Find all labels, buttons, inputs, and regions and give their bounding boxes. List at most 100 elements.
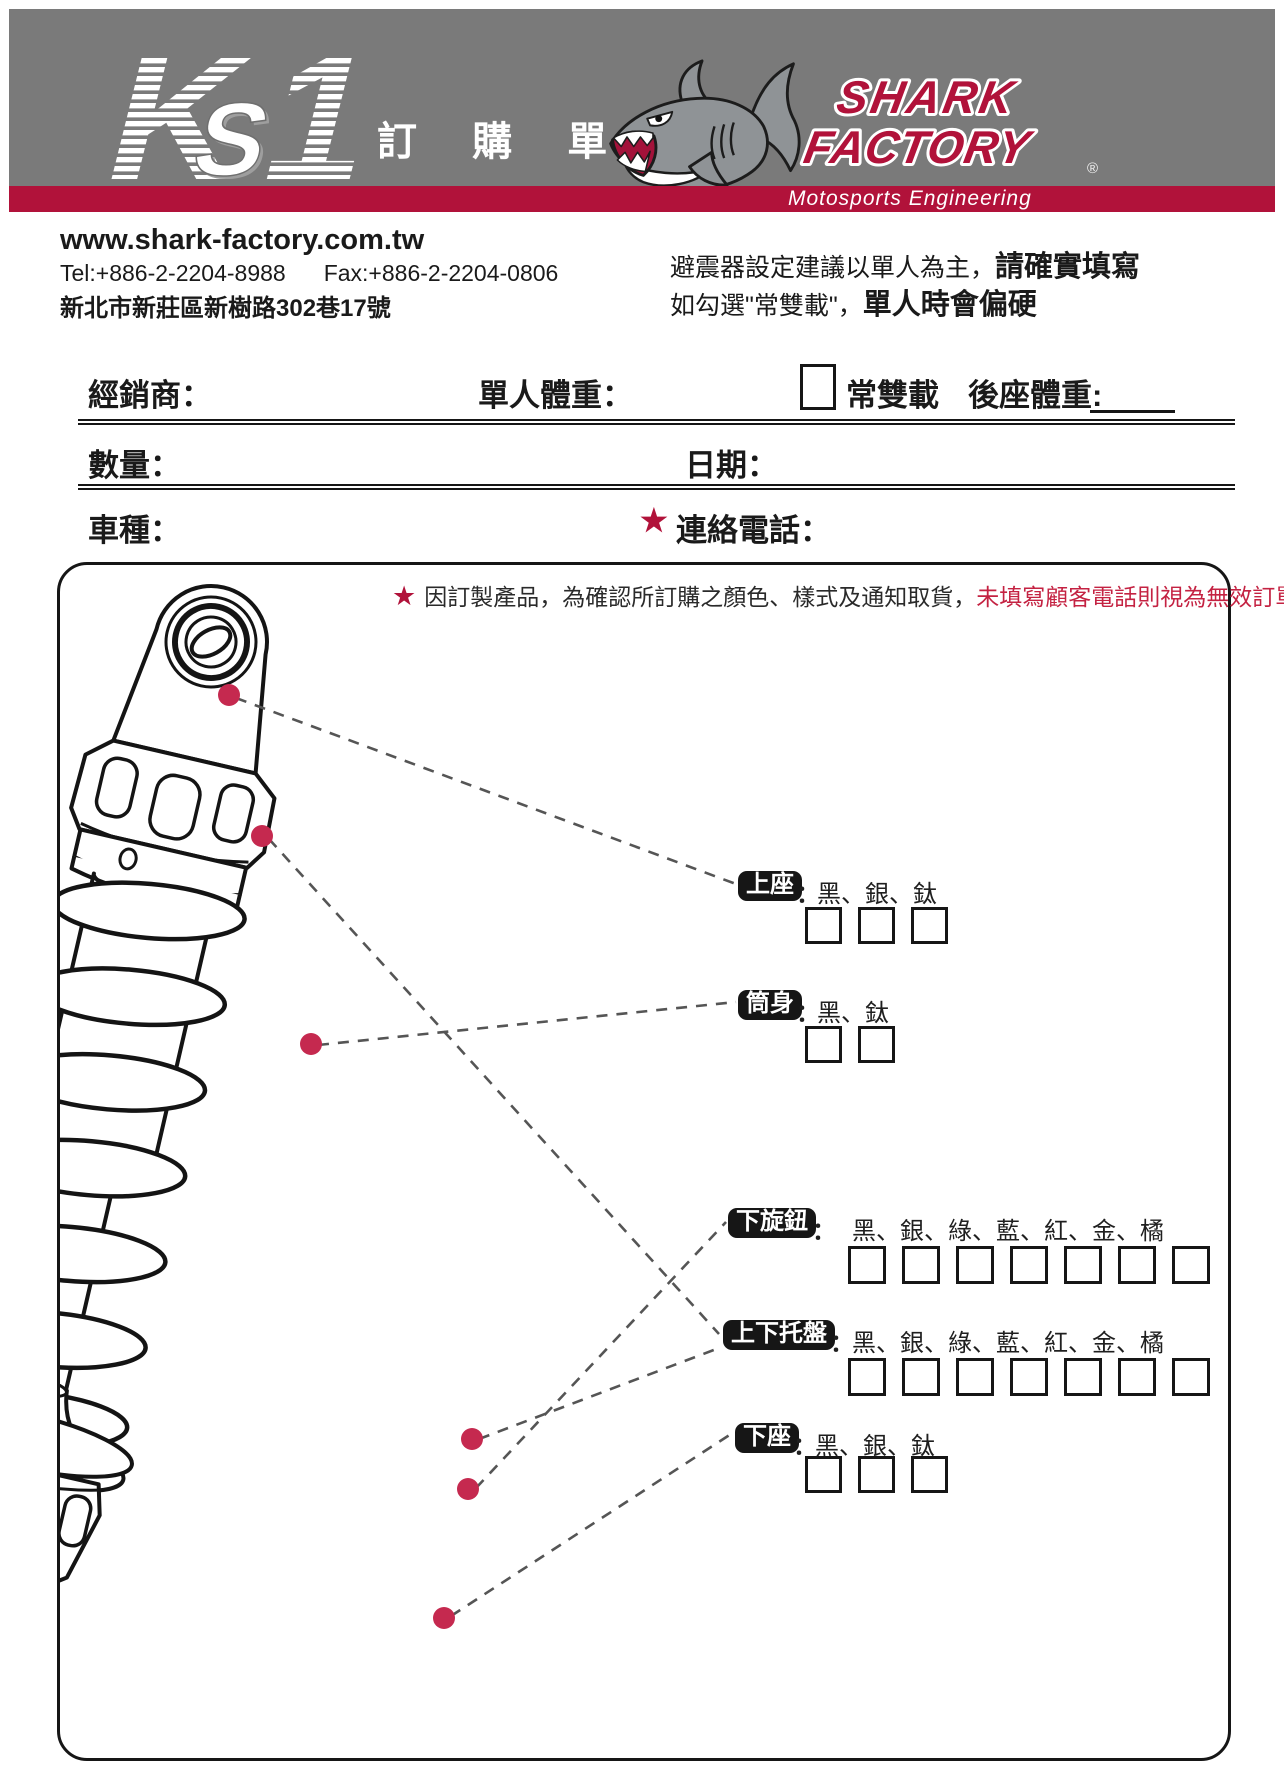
tel-number: Tel:+886-2-2204-8988 bbox=[60, 260, 286, 286]
upper-mount-checkbox-black[interactable] bbox=[805, 907, 842, 944]
dot-cylinder bbox=[300, 1033, 322, 1055]
checkbox-row-lower-mount bbox=[805, 1456, 948, 1493]
trays-checkbox-green[interactable] bbox=[956, 1358, 994, 1396]
checkbox-row-upper-mount bbox=[805, 907, 948, 944]
colon: ： bbox=[796, 881, 820, 908]
lower-knob-checkbox-orange[interactable] bbox=[1172, 1246, 1210, 1284]
leader-lower-knob bbox=[475, 1221, 727, 1489]
leader-tray-lower bbox=[478, 1346, 720, 1441]
lower-knob-checkbox-silver[interactable] bbox=[902, 1246, 940, 1284]
option-label-trays: 上下托盤 bbox=[723, 1320, 835, 1350]
trays-checkbox-gold[interactable] bbox=[1118, 1358, 1156, 1396]
leader-upper-mount bbox=[235, 696, 737, 886]
row-separator-2 bbox=[78, 484, 1235, 490]
dual-load-label: 常雙載 bbox=[846, 378, 939, 413]
lower-mount-checkbox-titanium[interactable] bbox=[911, 1456, 948, 1493]
option-colors-lower-mount: 黑、銀、鈦 bbox=[815, 1433, 935, 1460]
brand-wordmark: SHARK FACTORY ® bbox=[797, 68, 1098, 177]
lower-mount-checkbox-black[interactable] bbox=[805, 1456, 842, 1493]
lower-knob-top-curve bbox=[60, 1452, 98, 1492]
diagram-warning-note: ★因訂製產品，為確認所訂購之顏色、樣式及通知取貨，未填寫顧客電話則視為無效訂單。 bbox=[392, 578, 1284, 612]
rear-weight-write-line[interactable] bbox=[1090, 410, 1175, 413]
shark-tail-fin bbox=[749, 62, 801, 173]
setup-notice-line1: 避震器設定建議以單人為主，請確實填寫 bbox=[670, 251, 1141, 283]
shark-belly bbox=[622, 160, 712, 187]
option-colors-lower-knob: 黑、銀、綠、藍、紅、金、橘 bbox=[852, 1218, 1164, 1245]
lower-knob-checkbox-black[interactable] bbox=[848, 1246, 886, 1284]
leader-tray-upper bbox=[268, 838, 720, 1335]
dealer-label: 經銷商： bbox=[88, 378, 212, 413]
shark-pupil bbox=[655, 115, 663, 123]
quantity-label: 數量： bbox=[88, 448, 181, 483]
trays-checkbox-blue[interactable] bbox=[1010, 1358, 1048, 1396]
shock-absorber-diagram bbox=[60, 584, 737, 1629]
options-diagram-box: ★因訂製產品，為確認所訂購之顏色、樣式及通知取貨，未填寫顧客電話則視為無效訂單。 bbox=[57, 562, 1284, 1761]
callout-dots bbox=[218, 684, 483, 1629]
eyelet-bore-angle bbox=[189, 625, 233, 659]
option-label-lower-knob: 下旋鈕 bbox=[728, 1208, 816, 1238]
brand-line2: FACTORY bbox=[800, 121, 1037, 173]
checkbox-row-lower-knob bbox=[848, 1246, 1210, 1284]
lower-knob-checkbox-blue[interactable] bbox=[1010, 1246, 1048, 1284]
ks1-logo: K 1 S S bbox=[90, 29, 395, 191]
shark-logo bbox=[609, 59, 801, 192]
fax-number: Fax:+886-2-2204-0806 bbox=[323, 260, 559, 286]
trays-checkbox-silver[interactable] bbox=[902, 1358, 940, 1396]
upper-mount-checkbox-titanium[interactable] bbox=[911, 907, 948, 944]
shock-absorber-drawing bbox=[60, 584, 277, 1589]
shark-teeth-lower bbox=[616, 150, 651, 173]
registered-mark: ® bbox=[1087, 160, 1098, 177]
checkbox-row-trays bbox=[848, 1358, 1210, 1396]
colon: ： bbox=[830, 1330, 854, 1357]
lower-knob bbox=[60, 1446, 102, 1589]
shark-gills bbox=[710, 122, 735, 160]
rear-weight-label: 後座體重: bbox=[968, 378, 1103, 413]
lower-knob-checkbox-gold[interactable] bbox=[1118, 1246, 1156, 1284]
required-star-icon: ★ bbox=[640, 503, 668, 538]
dot-collar bbox=[251, 825, 273, 847]
cylinder-checkbox-titanium[interactable] bbox=[858, 1026, 895, 1063]
banner-red-stripe: Motosports Engineering bbox=[9, 186, 1275, 212]
dot-tray bbox=[461, 1428, 483, 1450]
checkbox-row-cylinder bbox=[805, 1026, 895, 1063]
warning-red-text: 未填寫顧客電話則視為無效訂單。 bbox=[976, 584, 1284, 610]
upper-nut-cutout bbox=[211, 783, 256, 844]
leader-cylinder bbox=[317, 1000, 737, 1047]
colon: ： bbox=[812, 1218, 836, 1245]
warning-star-icon: ★ bbox=[392, 581, 417, 611]
rider-weight-label: 單人體重： bbox=[478, 378, 633, 413]
lower-knob-checkbox-green[interactable] bbox=[956, 1246, 994, 1284]
colon: ： bbox=[796, 1000, 820, 1027]
phone-label: 連絡電話： bbox=[676, 513, 831, 548]
shark-teeth-upper bbox=[612, 130, 654, 148]
lower-tray bbox=[60, 1403, 134, 1479]
lower-knob-cutout bbox=[60, 1494, 93, 1548]
upper-nut-cutout bbox=[94, 756, 139, 819]
lower-knob-checkbox-red[interactable] bbox=[1064, 1246, 1102, 1284]
collar-hole bbox=[118, 847, 138, 871]
brand-tagline: Motosports Engineering bbox=[788, 187, 1032, 210]
dual-load-checkbox[interactable] bbox=[800, 364, 836, 410]
leader-lines bbox=[235, 696, 737, 1618]
leader-lower-mount bbox=[450, 1432, 732, 1618]
colon: ： bbox=[793, 1433, 817, 1460]
row-separator-1 bbox=[78, 419, 1235, 425]
date-label: 日期： bbox=[685, 448, 778, 483]
option-label-lower-mount: 下座 bbox=[735, 1423, 799, 1453]
cylinder-checkbox-black[interactable] bbox=[805, 1026, 842, 1063]
damper-rod bbox=[60, 1156, 119, 1430]
lower-mount-checkbox-silver[interactable] bbox=[858, 1456, 895, 1493]
dot-lower-mount bbox=[433, 1607, 455, 1629]
upper-mount-checkbox-silver[interactable] bbox=[858, 907, 895, 944]
dot-knob bbox=[457, 1478, 479, 1500]
option-label-cylinder: 筒身 bbox=[738, 990, 802, 1020]
tel-fax-line: Tel:+886-2-2204-8988 Fax:+886-2-2204-0806 bbox=[60, 260, 596, 287]
dot-upper-mount bbox=[218, 684, 240, 706]
trays-checkbox-red[interactable] bbox=[1064, 1358, 1102, 1396]
company-address: 新北市新莊區新樹路302巷17號 bbox=[60, 295, 391, 322]
option-colors-cylinder: 黑、鈦 bbox=[817, 1000, 889, 1027]
trays-checkbox-orange[interactable] bbox=[1172, 1358, 1210, 1396]
trays-checkbox-black[interactable] bbox=[848, 1358, 886, 1396]
order-form-title: 訂 購 單 bbox=[377, 120, 630, 164]
